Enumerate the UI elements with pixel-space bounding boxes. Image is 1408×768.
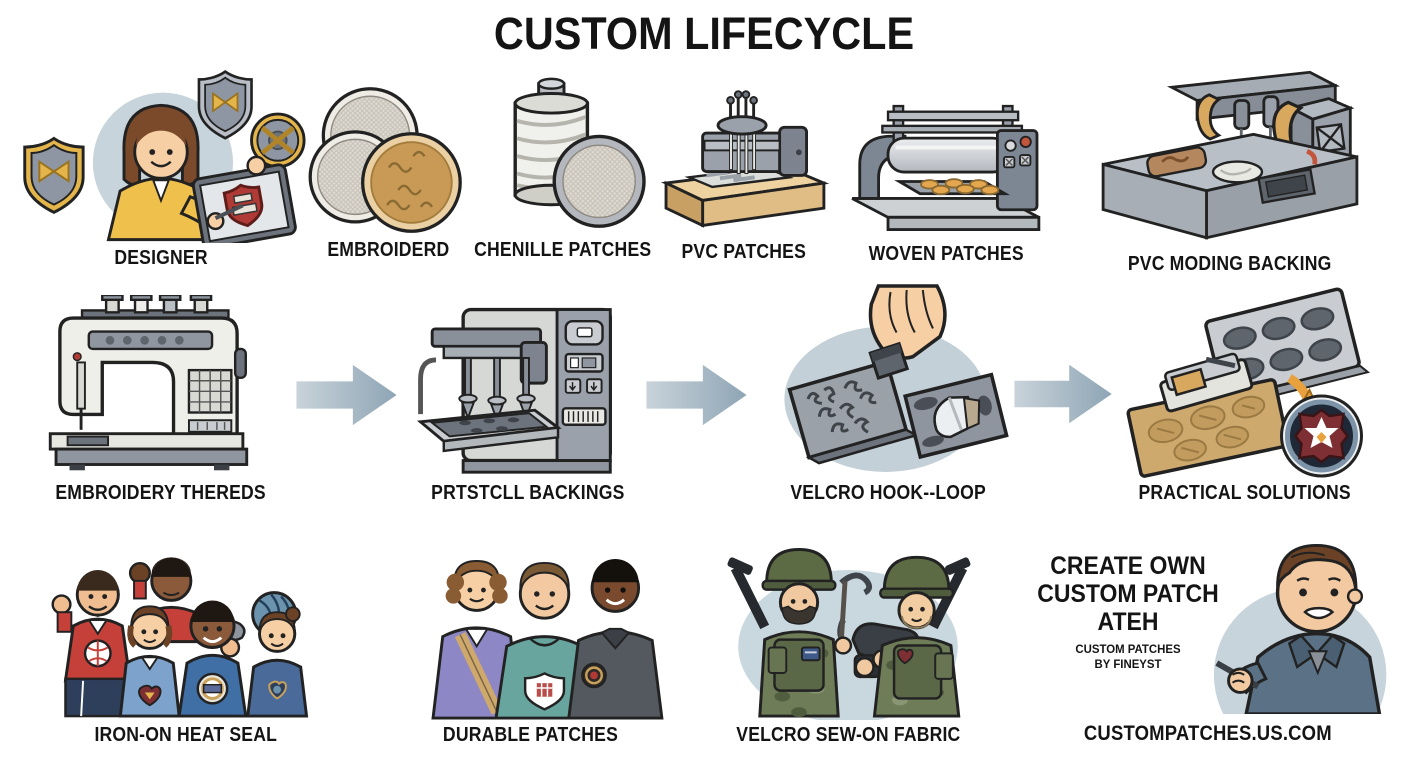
sewing-machine-illustration — [48, 295, 248, 471]
pvc-machine-illustration — [660, 90, 830, 228]
cta-text-block: CREATE OWN CUSTOM PATCH ATEH CUSTOM PATC… — [1028, 552, 1228, 672]
molding-machine-illustration — [1101, 70, 1359, 240]
label-iron-on: IRON-ON HEAT SEAL — [94, 724, 278, 746]
label-embroidery-threads: EMBROIDERY THEREDS — [55, 482, 267, 504]
label-backings: PRTSTCLL BACKINGS — [431, 482, 625, 504]
cta-heading-line3: ATEH — [1097, 608, 1159, 636]
velcro-cell: VELCRO HOOK--LOOP — [755, 284, 1021, 505]
soldiers-cell: VELCRO SEW-ON FABRIC — [700, 522, 996, 747]
soldiers-illustration — [727, 548, 971, 720]
practical-solutions-cell: PRACTICAL SOLUTIONS — [1112, 286, 1378, 505]
thread-spool-patch-illustration — [512, 77, 646, 228]
designer-cell: DESIGNER — [15, 56, 307, 270]
embroidery-threads-cell: EMBROIDERY THEREDS — [20, 294, 302, 505]
cta-heading-line1: CREATE OWN — [1050, 552, 1206, 580]
cta-heading-line2: CUSTOM PATCH — [1037, 580, 1219, 608]
roller-press-illustration — [851, 104, 1041, 231]
team-group-illustration — [51, 557, 309, 718]
designer-illustration — [23, 70, 306, 243]
label-designer: DESIGNER — [114, 247, 208, 269]
cta-designer-illustration — [1213, 543, 1387, 714]
flow-arrow-icon — [646, 364, 747, 426]
embroidered-patches-illustration — [308, 87, 462, 233]
backings-machine-cell: PRTSTCLL BACKINGS — [400, 296, 656, 505]
page-title: CUSTOM LIFECYCLE — [493, 8, 915, 59]
website-url: CUSTOMPATCHES.US.COM — [1084, 722, 1332, 745]
cta-sub-line2: BY FINEYST — [1094, 657, 1162, 671]
flow-arrow-icon — [296, 364, 397, 426]
label-durable-patches: DURABLE PATCHES — [442, 724, 618, 746]
iron-on-cell: IRON-ON HEAT SEAL — [20, 522, 352, 747]
three-people-illustration — [431, 559, 664, 720]
label-velcro-sew-on: VELCRO SEW-ON FABRIC — [735, 724, 961, 746]
label-velcro-hook-loop: VELCRO HOOK--LOOP — [790, 482, 986, 504]
pvc-patches-cell: PVC PATCHES — [650, 82, 838, 264]
pvc-moding-cell: PVC MODING BACKING — [1072, 56, 1388, 276]
molds-and-patch-illustration — [1126, 287, 1371, 478]
label-practical-solutions: PRACTICAL SOLUTIONS — [1138, 482, 1352, 504]
label-chenille-patches: CHENILLE PATCHES — [474, 239, 652, 261]
label-embroiderd: EMBROIDERD — [326, 239, 450, 261]
woven-patches-cell: WOVEN PATCHES — [840, 74, 1052, 266]
embroiderd-cell: EMBROIDERD — [300, 84, 476, 262]
cta-sub-line1: CUSTOM PATCHES — [1075, 642, 1181, 656]
durable-patches-cell: DURABLE PATCHES — [385, 526, 675, 747]
chenille-cell: CHENILLE PATCHES — [472, 72, 654, 262]
velcro-hands-illustration — [784, 284, 1009, 472]
label-pvc-moding-backing: PVC MODING BACKING — [1128, 253, 1332, 275]
flow-arrow-icon — [1014, 364, 1112, 424]
label-pvc-patches: PVC PATCHES — [681, 241, 807, 263]
industrial-press-illustration — [416, 307, 612, 474]
label-woven-patches: WOVEN PATCHES — [868, 243, 1024, 265]
website-cell: CUSTOMPATCHES.US.COM — [1075, 716, 1341, 746]
